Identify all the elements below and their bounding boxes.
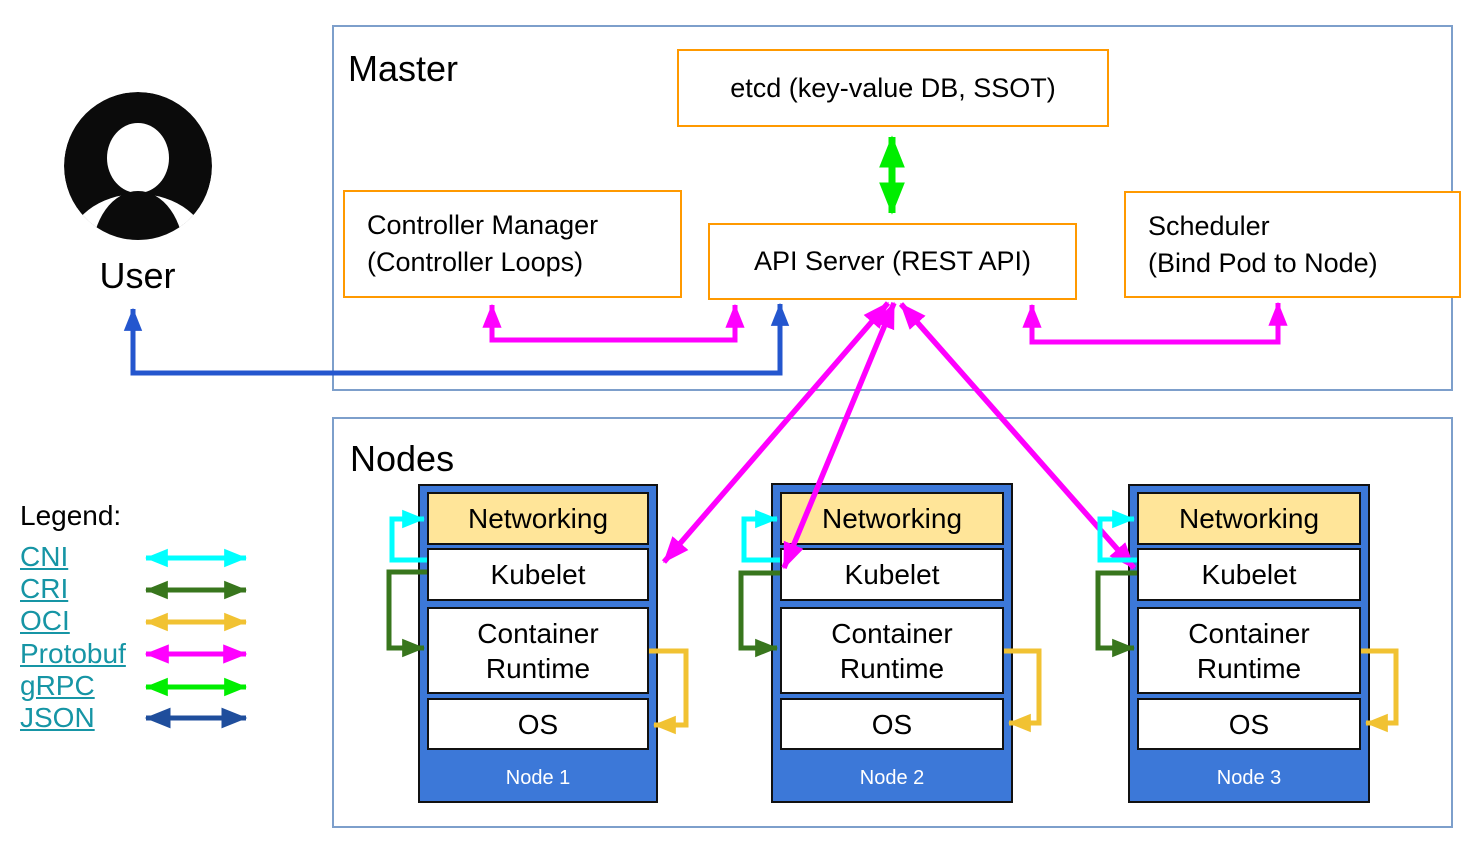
scheduler-line1: Scheduler xyxy=(1148,210,1270,241)
legend-link-protobuf[interactable]: Protobuf xyxy=(20,638,126,669)
node-2-kubelet-layer: Kubelet xyxy=(780,548,1004,601)
scheduler-box: Scheduler (Bind Pod to Node) xyxy=(1124,191,1461,298)
legend-title: Legend: xyxy=(20,500,122,531)
node-2-name: Node 2 xyxy=(859,767,925,789)
node-3-os-layer: OS xyxy=(1137,698,1361,750)
legend-link-cri[interactable]: CRI xyxy=(20,573,69,604)
user-icon xyxy=(64,92,212,240)
node-2-os-layer: OS xyxy=(780,698,1004,750)
node-3-name: Node 3 xyxy=(1216,767,1282,789)
api-server-box: API Server (REST API) xyxy=(708,223,1077,300)
legend-link-cni[interactable]: CNI xyxy=(20,541,69,572)
master-section-title: Master xyxy=(348,48,459,89)
node-1-name: Node 1 xyxy=(505,767,571,789)
legend-link-grpc[interactable]: gRPC xyxy=(20,670,95,701)
node-3-kubelet-layer: Kubelet xyxy=(1137,548,1361,601)
etcd-box: etcd (key-value DB, SSOT) xyxy=(677,49,1109,127)
legend-link-json[interactable]: JSON xyxy=(20,702,95,733)
user-label: User xyxy=(99,255,176,296)
etcd-label: etcd (key-value DB, SSOT) xyxy=(730,72,1056,103)
node-1-os-layer: OS xyxy=(427,698,649,750)
api-server-label: API Server (REST API) xyxy=(753,246,1032,276)
nodes-section-title: Nodes xyxy=(350,438,455,479)
controller-manager-line2: (Controller Loops) xyxy=(367,247,584,277)
scheduler-line2: (Bind Pod to Node) xyxy=(1148,247,1378,278)
node-1-kubelet-layer: Kubelet xyxy=(427,548,649,601)
node-3-networking-layer: Networking xyxy=(1137,492,1361,545)
legend-link-oci[interactable]: OCI xyxy=(20,605,70,636)
node-2-networking-layer: Networking xyxy=(780,492,1004,545)
node-1-networking-layer: Networking xyxy=(427,492,649,545)
controller-manager-line1: Controller Manager xyxy=(367,210,599,240)
controller-manager-box: Controller Manager (Controller Loops) xyxy=(343,190,682,298)
